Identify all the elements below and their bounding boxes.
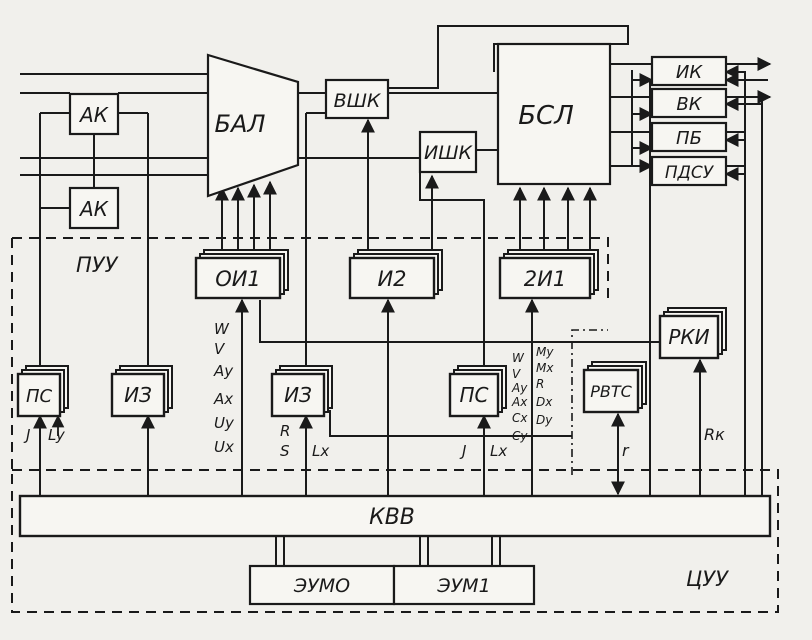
kvv-eum-connectors: [275, 536, 501, 566]
ps-left-signal-j: J: [23, 426, 30, 444]
ps-right-col1-label: Ax: [511, 395, 528, 409]
oi1-input-label: Ax: [213, 390, 233, 408]
bus-long-horizontal: [329, 410, 572, 437]
i2-label: И2: [377, 267, 406, 291]
two-i1-label: 2И1: [524, 267, 566, 291]
oi1-input-label: W: [214, 320, 230, 338]
oi1-input-label: Uy: [214, 414, 235, 432]
rki-feedback: [259, 300, 662, 343]
ps-right-col2-label: R: [536, 377, 544, 391]
eumo-block: ЭУМО: [248, 564, 396, 606]
rki-signal-rk: Rк: [704, 425, 725, 444]
pdsu-label: ПДСУ: [665, 163, 715, 183]
rvts-block: РВТС: [582, 361, 647, 414]
ps-right-col2-label: Mx: [536, 361, 554, 375]
iz-mid-signal-r: R: [280, 422, 290, 440]
oi1-input-label: Ux: [214, 438, 234, 456]
ps-right-block: ПС: [448, 365, 507, 418]
tsuu-region-label: ЦУУ: [686, 567, 729, 591]
ps-right-col2-label: Dy: [536, 413, 553, 427]
rki-block: РКИ: [658, 307, 727, 360]
oi1-block: ОИ1: [194, 249, 289, 300]
eum1-label: ЭУМ1: [436, 575, 490, 597]
ps-right-col2-label: My: [536, 345, 554, 359]
vk-label: ВК: [676, 94, 702, 115]
ishk-block: ИШК: [418, 130, 478, 174]
ps-right-col1-label: Cx: [512, 411, 528, 425]
iz-left-block: ИЗ: [110, 365, 173, 418]
iz-left-label: ИЗ: [124, 383, 152, 407]
ak-top-label: АК: [78, 103, 109, 127]
bal-block: [206, 53, 300, 198]
ps-right-signal-j: J: [459, 442, 466, 460]
iz-mid-block: ИЗ: [270, 365, 333, 418]
oi1-input-labels: W V Ay Ax Uy Ux: [213, 320, 235, 456]
ps-left-signal-ly: Ly: [48, 426, 66, 444]
connection-lines: [20, 25, 768, 495]
loop-top: [388, 25, 629, 89]
oi1-label: ОИ1: [215, 267, 261, 291]
ishk-label: ИШК: [424, 142, 474, 164]
iz-mid-signal-s: S: [280, 442, 290, 460]
pb-block: ПБ: [650, 121, 728, 153]
ps-right-col1-label: W: [512, 351, 525, 365]
ps-left-block: ПС: [16, 365, 69, 418]
ak-bottom-block: АК: [68, 186, 120, 230]
arrows: [33, 57, 772, 495]
ps-left-label: ПС: [26, 386, 53, 407]
iz-mid-label: ИЗ: [284, 383, 312, 407]
ps-right-signal-lx: Lx: [490, 442, 507, 460]
ps-right-col1-label: Cy: [512, 429, 528, 443]
region-borders: [11, 237, 779, 613]
rki-label: РКИ: [668, 325, 709, 349]
ps-right-col1-label: Ay: [511, 381, 528, 395]
ak-bottom-label: АК: [78, 197, 109, 221]
ps-right-col2-label: Dx: [536, 395, 553, 409]
ik-label: ИК: [676, 62, 703, 83]
puu-region-label: ПУУ: [76, 253, 119, 277]
oi1-input-label: Ay: [213, 362, 234, 380]
bsl-block: БСЛ: [496, 42, 612, 186]
rvts-signal-r: r: [622, 441, 630, 460]
ps-right-up: [419, 158, 485, 365]
kvv-label: КВВ: [369, 505, 415, 530]
ik-block: ИК: [650, 55, 728, 87]
kvv-block: КВВ: [18, 494, 772, 538]
ak-top-block: АК: [68, 92, 120, 136]
ps-right-col1-label: V: [512, 367, 521, 381]
puu-region-border: [11, 237, 609, 470]
ps-right-col1-labels: W V Ay Ax Cx Cy: [511, 351, 528, 443]
bsl-label: БСЛ: [518, 101, 574, 131]
eum1-block: ЭУМ1: [392, 564, 536, 606]
eumo-label: ЭУМО: [293, 575, 350, 597]
oi1-input-label: V: [214, 340, 226, 358]
two-i1-block: 2И1: [498, 249, 599, 300]
vk-block: ВК: [650, 87, 728, 119]
tsuu-region-border: [11, 469, 779, 613]
vshk-label: ВШК: [334, 90, 382, 112]
vshk-block: ВШК: [324, 78, 390, 120]
rvts-label: РВТС: [590, 382, 632, 401]
i2-block: И2: [348, 249, 443, 300]
ps-right-label: ПС: [459, 383, 488, 407]
ps-right-col2-labels: My Mx R Dx Dy: [536, 345, 554, 427]
rvts-dashdot-link: [571, 329, 608, 475]
pb-label: ПБ: [676, 128, 702, 149]
pdsu-block: ПДСУ: [650, 155, 728, 187]
bal-label: БАЛ: [215, 110, 266, 138]
iz-mid-signal-lx: Lx: [312, 442, 329, 460]
